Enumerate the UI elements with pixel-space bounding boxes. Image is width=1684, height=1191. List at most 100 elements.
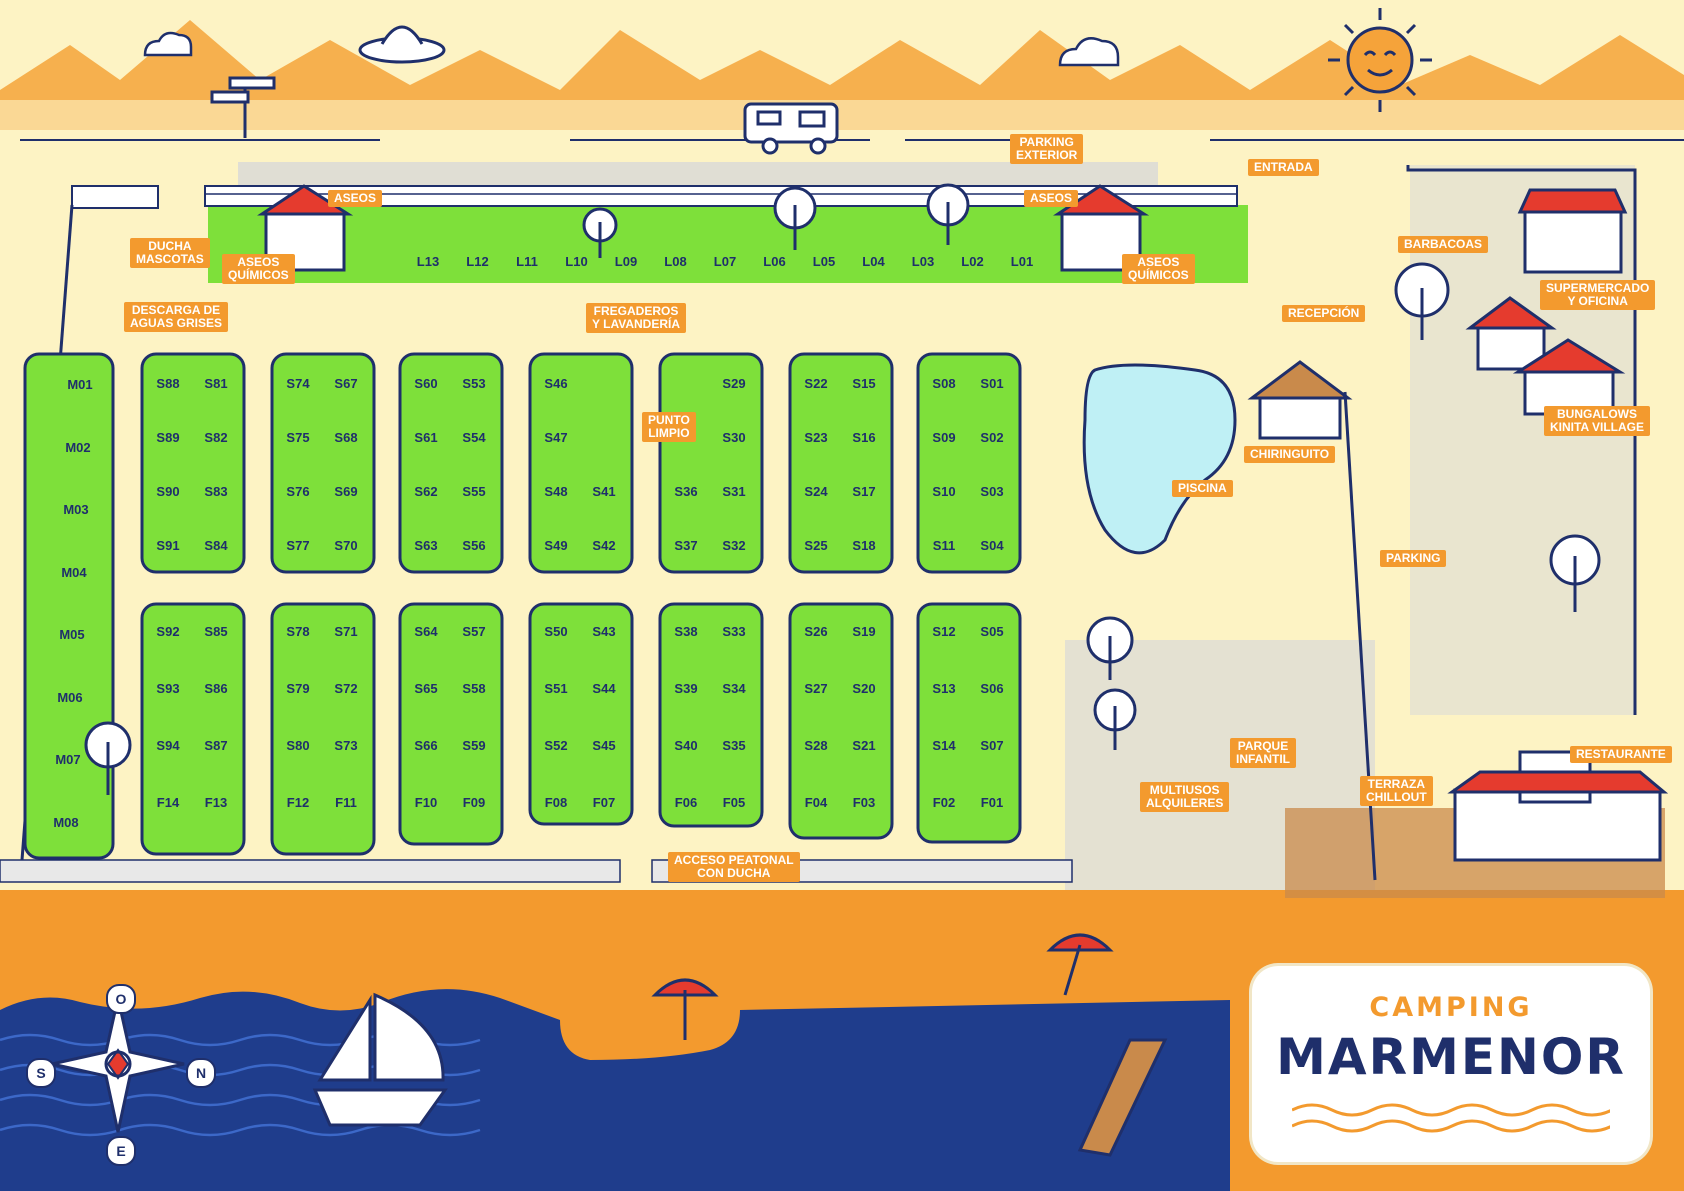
pitch-label: S42 bbox=[592, 538, 616, 553]
pitch-label: S90 bbox=[156, 484, 180, 499]
pitch-label: S15 bbox=[852, 376, 876, 391]
label-acceso-peatonal: ACCESO PEATONAL CON DUCHA bbox=[668, 852, 800, 882]
pitch-label: S63 bbox=[414, 538, 438, 553]
pitch-label: S93 bbox=[156, 681, 180, 696]
pitch-label: S13 bbox=[932, 681, 956, 696]
restaurant-building bbox=[1447, 750, 1669, 862]
pitch-label: S44 bbox=[592, 681, 616, 696]
camper-van-icon bbox=[743, 102, 839, 155]
label-piscina: PISCINA bbox=[1172, 480, 1233, 497]
chiringuito-building bbox=[1247, 360, 1353, 440]
pitch-label: F06 bbox=[674, 795, 698, 810]
pitch-label: S65 bbox=[414, 681, 438, 696]
pitch-label: S46 bbox=[544, 376, 568, 391]
label-parking: PARKING bbox=[1380, 550, 1447, 567]
label-recepcion: RECEPCIÓN bbox=[1282, 305, 1366, 322]
pitch-label: S31 bbox=[722, 484, 746, 499]
pitch-label: S54 bbox=[462, 430, 486, 445]
pitch-label: S12 bbox=[932, 624, 956, 639]
pitch-label: F05 bbox=[722, 795, 746, 810]
label-bungalows: BUNGALOWS KINITA VILLAGE bbox=[1544, 406, 1650, 436]
pitch-label: S33 bbox=[722, 624, 746, 639]
pitch-label: S36 bbox=[674, 484, 698, 499]
pitch-label: F10 bbox=[414, 795, 438, 810]
pitch-label: S92 bbox=[156, 624, 180, 639]
label-parque-infantil: PARQUE INFANTIL bbox=[1230, 738, 1296, 768]
pitch-label: S64 bbox=[414, 624, 438, 639]
pitch-label: F14 bbox=[156, 795, 180, 810]
label-aseos: ASEOS bbox=[328, 190, 383, 207]
cloud-icon bbox=[143, 31, 193, 57]
pitch-label: S04 bbox=[980, 538, 1004, 553]
pitch-label: S11 bbox=[932, 538, 956, 553]
pitch-label: S25 bbox=[804, 538, 828, 553]
pitch-label: S58 bbox=[462, 681, 486, 696]
pitch-label: S82 bbox=[204, 430, 228, 445]
pitch-label: S83 bbox=[204, 484, 228, 499]
pitch-label: S60 bbox=[414, 376, 438, 391]
label-chiringuito: CHIRINGUITO bbox=[1244, 446, 1336, 463]
pitch-label: L12 bbox=[466, 254, 489, 269]
pitch-label: F09 bbox=[462, 795, 486, 810]
pitch-label: S18 bbox=[852, 538, 876, 553]
sun-icon bbox=[1328, 8, 1432, 112]
logo-waves-icon bbox=[1292, 1103, 1610, 1133]
pitch-label: L05 bbox=[812, 254, 836, 269]
label-terraza-chillout: TERRAZA CHILLOUT bbox=[1360, 776, 1433, 806]
pitch-label: M02 bbox=[65, 439, 91, 455]
pitch-label: S30 bbox=[722, 430, 746, 445]
pitch-label: S34 bbox=[722, 681, 746, 696]
pitch-label: S19 bbox=[852, 624, 876, 639]
supermarket-building bbox=[1517, 188, 1628, 274]
compass-rose-icon bbox=[51, 997, 185, 1133]
pitch-label: F01 bbox=[980, 795, 1004, 810]
pitch-label: L11 bbox=[516, 254, 538, 269]
fence bbox=[71, 185, 159, 209]
parking-exterior-area bbox=[238, 162, 1158, 186]
pier-icon bbox=[1077, 1038, 1168, 1157]
pitch-label: S22 bbox=[804, 376, 828, 391]
camping-logo: CAMPING MARMENOR bbox=[1252, 966, 1650, 1162]
pitch-label: L07 bbox=[713, 254, 737, 269]
label-ducha-mascotas: DUCHA MASCOTAS bbox=[130, 238, 210, 268]
pitch-label: L03 bbox=[911, 254, 935, 269]
pitch-label: S32 bbox=[722, 538, 746, 553]
label-descarga-aguas-grises: DESCARGA DE AGUAS GRISES bbox=[124, 302, 229, 332]
label-entrada: ENTRADA bbox=[1248, 159, 1319, 176]
pitch-label: S76 bbox=[286, 484, 310, 499]
pitch-label: S75 bbox=[286, 430, 310, 445]
pitch-label: S84 bbox=[204, 538, 228, 553]
signpost-icon bbox=[210, 76, 276, 138]
pitch-label: S47 bbox=[544, 430, 568, 445]
pitch-label: S52 bbox=[544, 738, 568, 753]
pitch-label: M08 bbox=[53, 814, 79, 830]
pitch-label: S66 bbox=[414, 738, 438, 753]
pitch-label: L10 bbox=[565, 254, 588, 269]
pitch-label: S86 bbox=[204, 681, 228, 696]
pitch-label: S05 bbox=[980, 624, 1004, 639]
pitch-label: S77 bbox=[286, 538, 310, 553]
pitch-label: F11 bbox=[335, 795, 357, 810]
pitch-label: S10 bbox=[932, 484, 956, 499]
pitch-label: S51 bbox=[544, 681, 568, 696]
pitch-label: S61 bbox=[414, 430, 438, 445]
pitch-label: S21 bbox=[852, 738, 876, 753]
pitch-label: S88 bbox=[156, 376, 180, 391]
pitch-label: M04 bbox=[61, 564, 87, 580]
label-parking-exterior: PARKING EXTERIOR bbox=[1010, 134, 1084, 164]
pitch-label: S81 bbox=[204, 376, 228, 391]
logo-subtitle: CAMPING bbox=[1369, 992, 1533, 1023]
pitch-label: M05 bbox=[59, 627, 85, 642]
pool bbox=[1082, 363, 1237, 555]
label-supermercado: SUPERMERCADO Y OFICINA bbox=[1540, 280, 1656, 310]
pitch-label: S85 bbox=[204, 624, 228, 639]
pitch-label: S55 bbox=[462, 484, 486, 499]
pitch-label: S09 bbox=[932, 430, 956, 445]
pitch-blocks bbox=[140, 352, 1022, 856]
pitch-label: L13 bbox=[416, 254, 440, 269]
pitch-label: L06 bbox=[763, 254, 786, 269]
pitch-label: S94 bbox=[156, 738, 180, 753]
pitch-label: M07 bbox=[55, 752, 81, 767]
label-multiusos: MULTIUSOS ALQUILERES bbox=[1140, 782, 1230, 812]
